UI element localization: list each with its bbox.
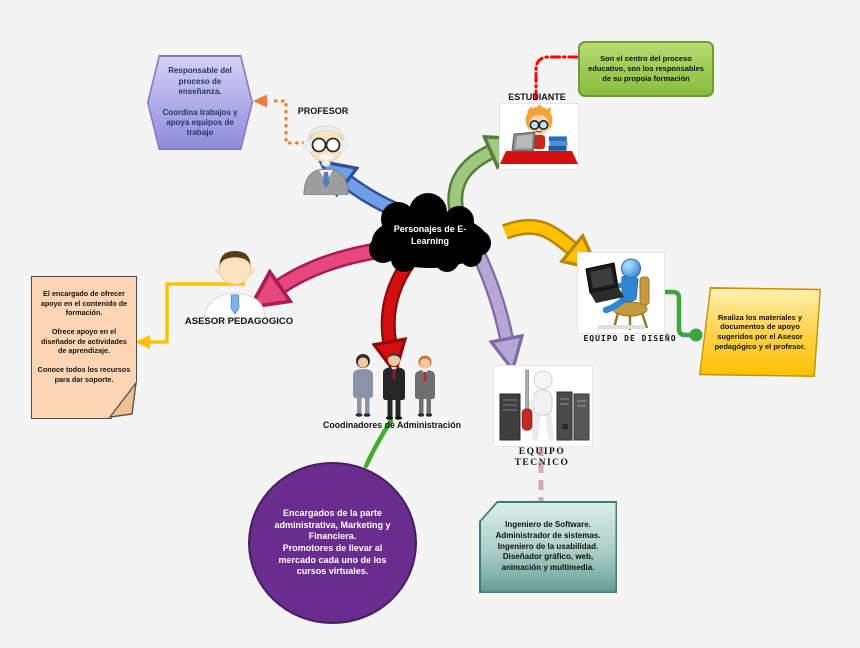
- connector-estudiante-note: [534, 55, 579, 101]
- connector-coordinadores-note: [363, 418, 394, 469]
- connector-profesor-note: [253, 94, 320, 145]
- center-cloud: [369, 193, 491, 272]
- profesor-label: PROFESOR: [297, 106, 349, 116]
- estudiante-note-text: Son el centro del proceso educativo, son…: [588, 54, 704, 83]
- coordinadores-label: Coodinadores de Administración: [323, 420, 461, 430]
- asesor-note-text: El encargado de ofrecer apoyo en el cont…: [37, 289, 131, 384]
- equipo-diseno-label: EQUIPO DE DISEÑO: [583, 334, 677, 343]
- equipo-tecnico-image: [493, 365, 593, 447]
- profesor-note-text: Responsable del proceso de enseñanza. Co…: [162, 66, 238, 138]
- estudiante-illustration: [500, 104, 578, 164]
- estudiante-note: Son el centro del proceso educativo, son…: [578, 41, 714, 97]
- estudiante-image: [499, 103, 579, 170]
- arrow-to-equipo-diseno: [502, 218, 574, 250]
- arrow-to-equipo-tecnico: [471, 249, 507, 341]
- asesor-label: ASESOR PEDAGOGICO: [184, 316, 294, 327]
- arrow-to-coordinadores: [388, 257, 416, 344]
- coordinadores-illustration: [353, 353, 435, 420]
- equipo-diseno-note: Realiza los materiales y documentos de a…: [699, 287, 821, 377]
- equipo-tecnico-note: Ingeniero de Software. Administrador de …: [479, 501, 617, 593]
- estudiante-label: ESTUDIANTE: [508, 92, 566, 102]
- asesor-illustration: [204, 251, 266, 319]
- center-cloud-label: Personajes de E-Learning: [393, 224, 467, 247]
- asesor-note: El encargado de ofrecer apoyo en el cont…: [31, 276, 137, 419]
- profesor-illustration: [302, 125, 350, 195]
- profesor-note: Responsable del proceso de enseñanza. Co…: [147, 55, 253, 150]
- coordinadores-note: Encargados de la parte administrativa, M…: [248, 462, 417, 624]
- equipo-tecnico-illustration: [499, 369, 590, 441]
- equipo-diseno-note-text: Realiza los materiales y documentos de a…: [714, 312, 806, 351]
- equipo-diseno-image: [577, 252, 665, 334]
- connector-asesor-note: [135, 282, 245, 349]
- coordinadores-note-text: Encargados de la parte administrativa, M…: [274, 507, 391, 577]
- equipo-tecnico-label: EQUIPO TECNICO: [514, 447, 570, 468]
- equipo-tecnico-note-text: Ingeniero de Software. Administrador de …: [495, 520, 601, 573]
- asesor-note-fold: [108, 380, 137, 418]
- equipo-diseno-illustration: [585, 258, 650, 330]
- connector-equipo-diseno-note: [660, 289, 703, 342]
- arrow-to-estudiante: [447, 151, 493, 211]
